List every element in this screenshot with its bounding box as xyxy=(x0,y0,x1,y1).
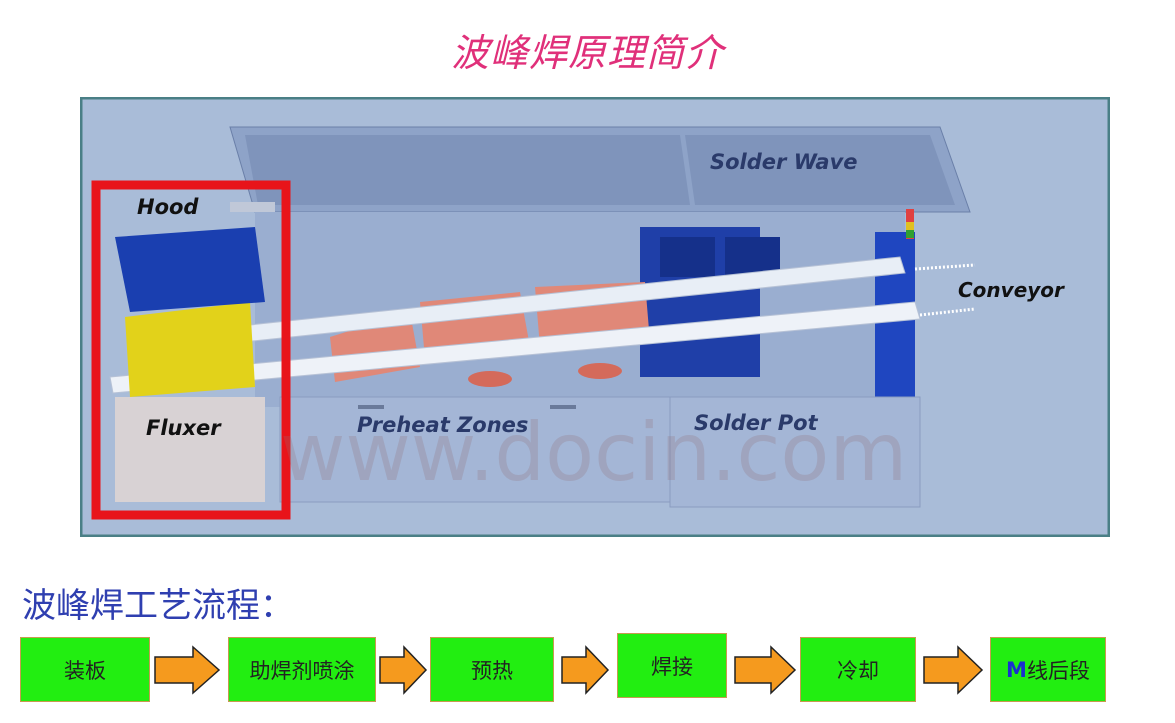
hood-label: Hood xyxy=(137,195,199,219)
step-label: 装板 xyxy=(64,658,106,683)
cabinet-glass-left xyxy=(245,135,690,205)
step-label: 预热 xyxy=(471,658,513,683)
page-title: 波峰焊原理简介 xyxy=(450,31,724,75)
step-preheat: 预热 xyxy=(430,637,554,702)
conveyor-label: Conveyor xyxy=(958,278,1065,302)
step-label: 助焊剂喷涂 xyxy=(249,658,355,683)
wave-soldering-machine-diagram: Hood Fluxer Preheat Zones Solder Wave So… xyxy=(80,97,1110,537)
step-board-loading: 装板 xyxy=(20,637,150,702)
flow-arrow-icon xyxy=(923,645,984,695)
step-label: 焊接 xyxy=(651,654,693,679)
cabinet-glass-right xyxy=(685,135,955,205)
fluxer-highlight-box xyxy=(91,180,291,520)
process-title: 波峰焊工艺流程： xyxy=(22,586,294,626)
flow-arrow-icon xyxy=(154,645,221,695)
solder-wave-label: Solder Wave xyxy=(710,150,858,174)
step-prefix: M xyxy=(1006,657,1027,682)
watermark: www.docin.com xyxy=(280,406,907,499)
hood-unit xyxy=(115,227,265,312)
solder-pot-label: Solder Pot xyxy=(694,411,819,435)
conveyor-rail-front xyxy=(109,301,921,394)
step-flux-spray: 助焊剂喷涂 xyxy=(228,637,376,702)
step-cooling: 冷却 xyxy=(800,637,916,702)
step-soldering: 焊接 xyxy=(617,633,727,698)
fluxer-unit xyxy=(125,302,255,397)
flow-arrow-icon xyxy=(734,645,797,695)
step-label: 冷却 xyxy=(837,658,879,683)
preheat-label: Preheat Zones xyxy=(357,413,528,437)
flow-arrow-icon xyxy=(379,645,428,695)
fluxer-label: Fluxer xyxy=(146,416,222,440)
step-label: 线后段 xyxy=(1026,658,1090,683)
flow-arrow-icon xyxy=(561,645,610,695)
fluxer-cabinet xyxy=(115,397,265,502)
preheat-cabinet xyxy=(279,396,671,503)
solder-pot-cabinet xyxy=(669,396,921,508)
